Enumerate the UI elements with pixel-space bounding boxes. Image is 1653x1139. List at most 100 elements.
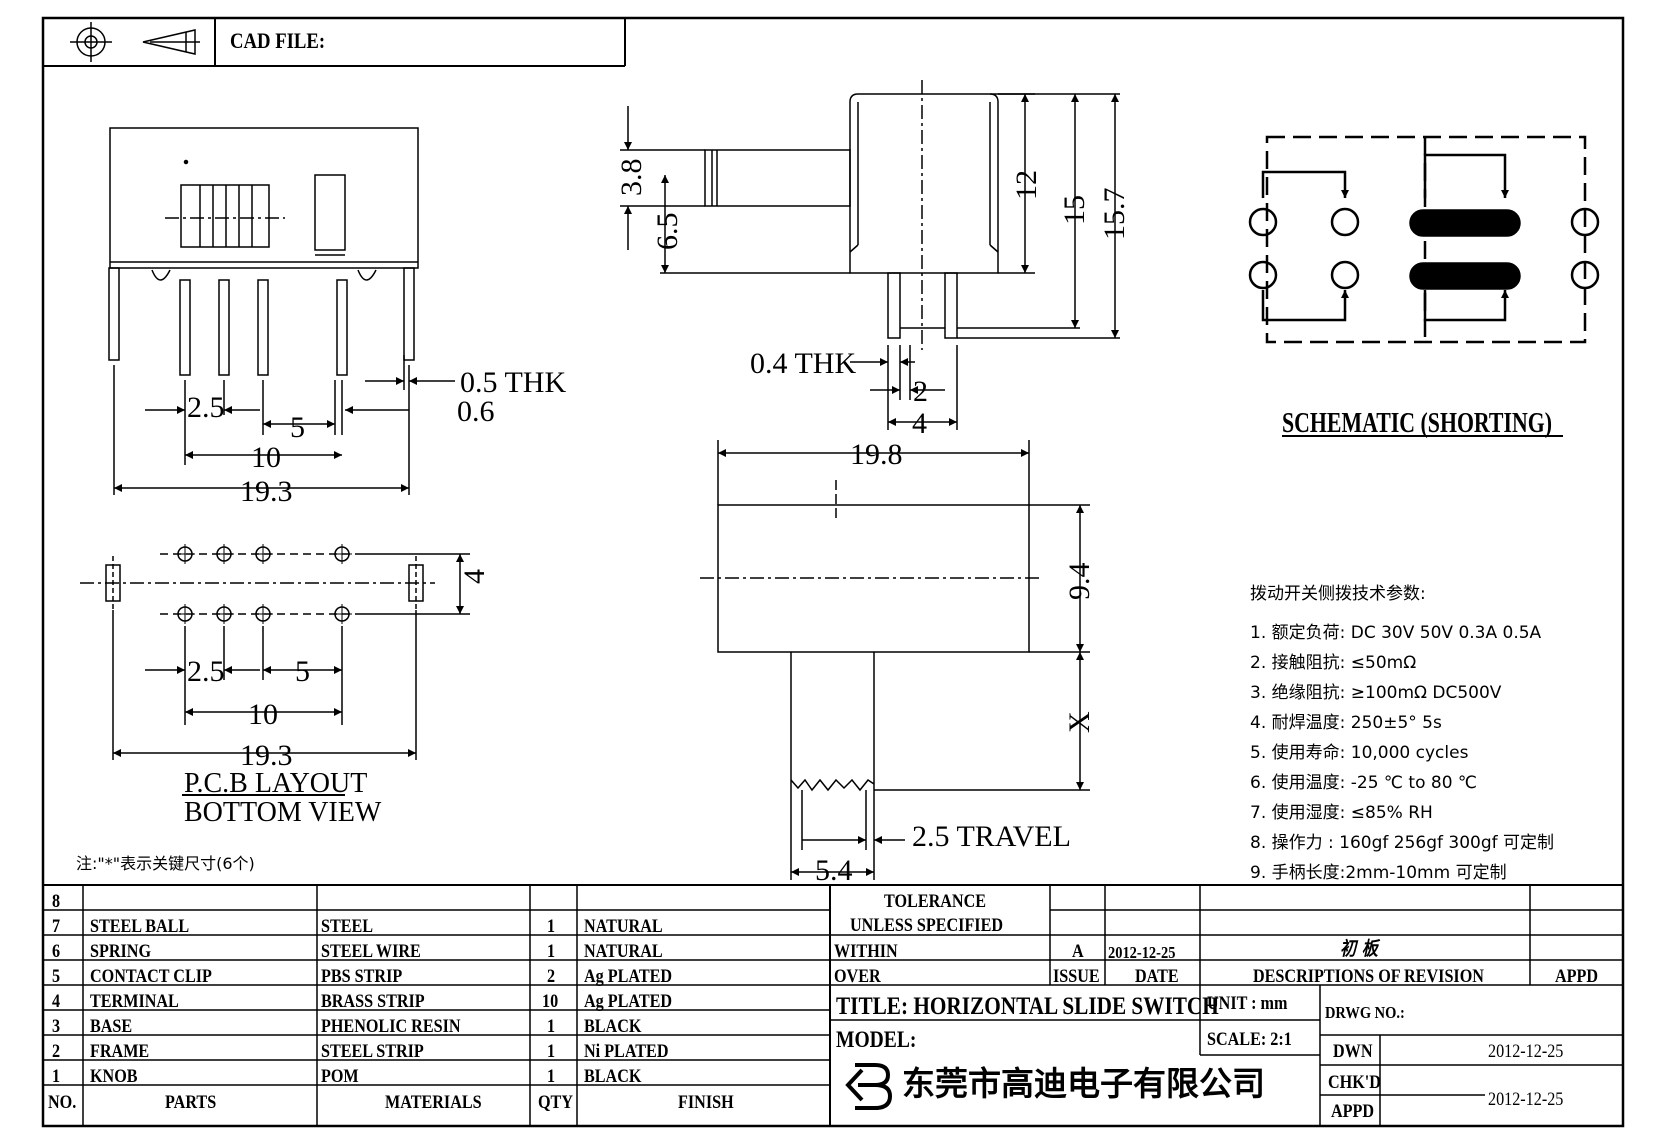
- bom-finish: Ni PLATED: [584, 1041, 669, 1062]
- dim-2-5: 2.5: [187, 391, 225, 424]
- pcb-dim-5: 5: [295, 655, 310, 688]
- bom-no: 3: [52, 1016, 61, 1037]
- bom-no: 4: [52, 991, 61, 1012]
- bom-qty: 1: [547, 1016, 556, 1037]
- end-dim-4: 4: [912, 407, 927, 440]
- dwn-date: 2012-12-25: [1488, 1041, 1564, 1062]
- bom-finish: NATURAL: [584, 941, 663, 962]
- appd-label: APPD: [1331, 1101, 1375, 1122]
- pcb-layout-subtitle: BOTTOM VIEW: [184, 797, 382, 828]
- company-logo-icon: [845, 1063, 893, 1110]
- dim-0-6: 0.6: [457, 395, 495, 428]
- dim-15: 15: [1058, 195, 1091, 225]
- dim-0-5-thk: 0.5 THK: [460, 366, 567, 399]
- dwn-label: DWN: [1333, 1041, 1373, 1062]
- tolerance-label: TOLERANCE: [884, 891, 987, 912]
- dim-19-3: 19.3: [240, 475, 293, 508]
- bom-finish: BLACK: [584, 1066, 642, 1087]
- bom-part: SPRING: [90, 941, 152, 962]
- dim-15-7: 15.7: [1098, 187, 1131, 241]
- bom-material: PBS STRIP: [321, 966, 403, 987]
- dim-x: X: [1063, 711, 1096, 733]
- dim-3-8: 3.8: [615, 158, 648, 197]
- bom-qty: 2: [547, 966, 556, 987]
- spec-item: 8. 操作力 : 160gf 256gf 300gf 可定制: [1250, 833, 1555, 853]
- pcb-layout-title: P.C.B LAYOUT: [184, 768, 368, 799]
- spec-item: 6. 使用温度: -25 ℃ to 80 ℃: [1250, 773, 1478, 793]
- sheet-border: [41, 16, 1625, 1128]
- bom-part: CONTACT CLIP: [90, 966, 212, 987]
- dim-2: 2: [913, 375, 928, 408]
- cad-file-label: CAD FILE:: [230, 28, 326, 53]
- bom-qty: 1: [547, 1066, 556, 1087]
- bom-finish: BLACK: [584, 1016, 642, 1037]
- bom-no: 1: [52, 1066, 61, 1087]
- spec-item: 7. 使用湿度: ≤85% RH: [1250, 803, 1433, 823]
- key-dimension-note: 注:"*"表示关键尺寸(6个): [76, 854, 255, 873]
- bom-header-qty: QTY: [538, 1092, 574, 1113]
- spec-item: 4. 耐焊温度: 250±5° 5s: [1250, 713, 1442, 733]
- bom-qty: 1: [547, 1041, 556, 1062]
- revision-date: 2012-12-25: [1108, 943, 1176, 962]
- top-view: [700, 440, 1090, 880]
- bom-no: 2: [52, 1041, 61, 1062]
- bom-header-finish: FINISH: [678, 1092, 734, 1113]
- date-label: DATE: [1135, 966, 1179, 987]
- bom-grid: [43, 884, 1623, 1126]
- pcb-dim-2-5: 2.5: [187, 655, 225, 688]
- pcb-dim-10: 10: [248, 698, 278, 731]
- pcb-layout: [80, 544, 470, 796]
- bom-material: STEEL STRIP: [321, 1041, 424, 1062]
- issue-value: A: [1072, 941, 1084, 962]
- spec-item: 5. 使用寿命: 10,000 cycles: [1250, 743, 1469, 763]
- dim-5-4: 5.4: [815, 854, 853, 887]
- dim-19-8: 19.8: [850, 438, 903, 471]
- dim-4: 4: [458, 569, 491, 584]
- bom-part: FRAME: [90, 1041, 150, 1062]
- issue-label: ISSUE: [1053, 966, 1100, 987]
- bom-material: BRASS STRIP: [321, 991, 425, 1012]
- dim-0-4-thk: 0.4 THK: [750, 347, 857, 380]
- spec-item: 9. 手柄长度:2mm-10mm 可定制: [1250, 863, 1507, 883]
- bom-part: BASE: [90, 1016, 133, 1037]
- spec-item: 3. 绝缘阻抗: ≥100mΩ DC500V: [1250, 683, 1502, 703]
- company-name: 东莞市高迪电子有限公司: [902, 1064, 1265, 1103]
- pcb-dim-19-3: 19.3: [240, 739, 293, 772]
- chkd-label: CHK'D: [1328, 1072, 1381, 1093]
- specs-heading: 拨动开关侧拨技术参数:: [1250, 584, 1426, 604]
- unless-specified-label: UNLESS SPECIFIED: [850, 915, 1004, 936]
- schematic-title: SCHEMATIC (SHORTING): [1282, 408, 1553, 439]
- bom-header-no: NO.: [48, 1092, 77, 1113]
- drawing-title: TITLE: HORIZONTAL SLIDE SWITCH: [836, 993, 1219, 1020]
- unit-label: UNIT : mm: [1207, 993, 1288, 1014]
- bom-qty: 1: [547, 916, 556, 937]
- bom-header-parts: PARTS: [165, 1092, 217, 1113]
- spec-item: 2. 接触阻抗: ≤50mΩ: [1250, 653, 1417, 673]
- bom-no: 8: [52, 891, 61, 912]
- dim-6-5: 6.5: [651, 212, 684, 251]
- bom-no: 7: [52, 916, 61, 937]
- chkd-date: 2012-12-25: [1488, 1089, 1564, 1110]
- end-view: [620, 80, 1120, 430]
- over-label: OVER: [834, 966, 881, 987]
- descriptions-of-revision-label: DESCRIPTIONS OF REVISION: [1253, 966, 1484, 987]
- bom-header-materials: MATERIALS: [385, 1092, 482, 1113]
- within-label: WITHIN: [834, 941, 898, 962]
- bom-part: STEEL BALL: [90, 916, 190, 937]
- side-view: [108, 127, 455, 495]
- bom-part: TERMINAL: [90, 991, 179, 1012]
- bom-material: STEEL: [321, 916, 374, 937]
- bom-finish: Ag PLATED: [584, 966, 673, 987]
- drawing-number-label: DRWG NO.:: [1325, 1003, 1405, 1022]
- bom-qty: 10: [542, 991, 559, 1012]
- spec-item: 1. 额定负荷: DC 30V 50V 0.3A 0.5A: [1250, 623, 1542, 643]
- scale-label: SCALE: 2:1: [1207, 1029, 1292, 1050]
- bom-material: STEEL WIRE: [321, 941, 421, 962]
- schematic: [1248, 135, 1600, 437]
- dim-2-5-travel: 2.5 TRAVEL: [912, 820, 1071, 853]
- revision-note: 初 板: [1340, 938, 1378, 960]
- bom-finish: NATURAL: [584, 916, 663, 937]
- dim-9-4: 9.4: [1063, 562, 1096, 601]
- bom-material: PHENOLIC RESIN: [321, 1016, 461, 1037]
- bom-qty: 1: [547, 941, 556, 962]
